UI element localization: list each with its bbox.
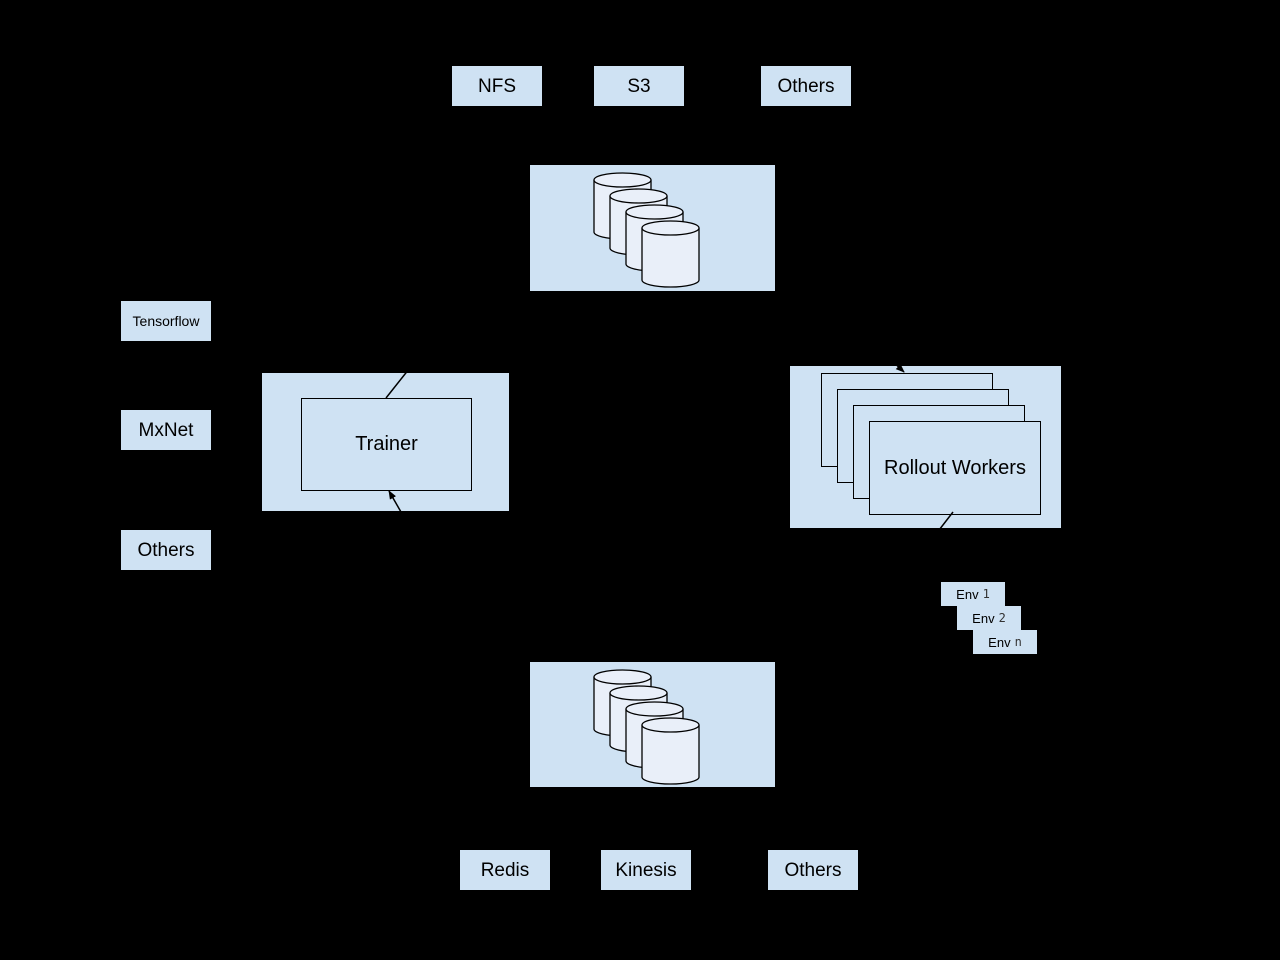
storage-backend-nfs-box: NFS (452, 66, 542, 106)
env-label: Env (988, 634, 1011, 650)
storage-backend-others-box: Others (761, 66, 851, 106)
env-index: 1 (982, 587, 990, 601)
database-cylinders-icon (593, 669, 700, 785)
memory-backend-redis-box: Redis (460, 850, 550, 890)
env-index: n (1014, 635, 1022, 649)
env-box-1: Env 1 (941, 582, 1005, 606)
data-store-top-panel (530, 165, 775, 291)
rollout-worker-card-front: Rollout Workers (869, 421, 1041, 515)
data-store-bottom-panel (530, 662, 775, 787)
env-label: Env (972, 610, 995, 626)
framework-tensorflow-box: Tensorflow (121, 301, 211, 341)
memory-backend-others-box: Others (768, 850, 858, 890)
trainer-panel: Trainer (262, 373, 509, 511)
database-cylinders-icon (593, 172, 700, 288)
storage-backend-s3-box: S3 (594, 66, 684, 106)
env-label: Env (956, 586, 979, 602)
trainer-box: Trainer (301, 398, 472, 491)
env-box-n: Env n (973, 630, 1037, 654)
env-box-2: Env 2 (957, 606, 1021, 630)
memory-backend-kinesis-box: Kinesis (601, 850, 691, 890)
framework-others-box: Others (121, 530, 211, 570)
env-index: 2 (998, 611, 1006, 625)
rollout-workers-label: Rollout Workers (884, 456, 1026, 479)
framework-mxnet-box: MxNet (121, 410, 211, 450)
trainer-label: Trainer (355, 433, 418, 455)
rollout-workers-panel: Rollout Workers (790, 366, 1061, 528)
